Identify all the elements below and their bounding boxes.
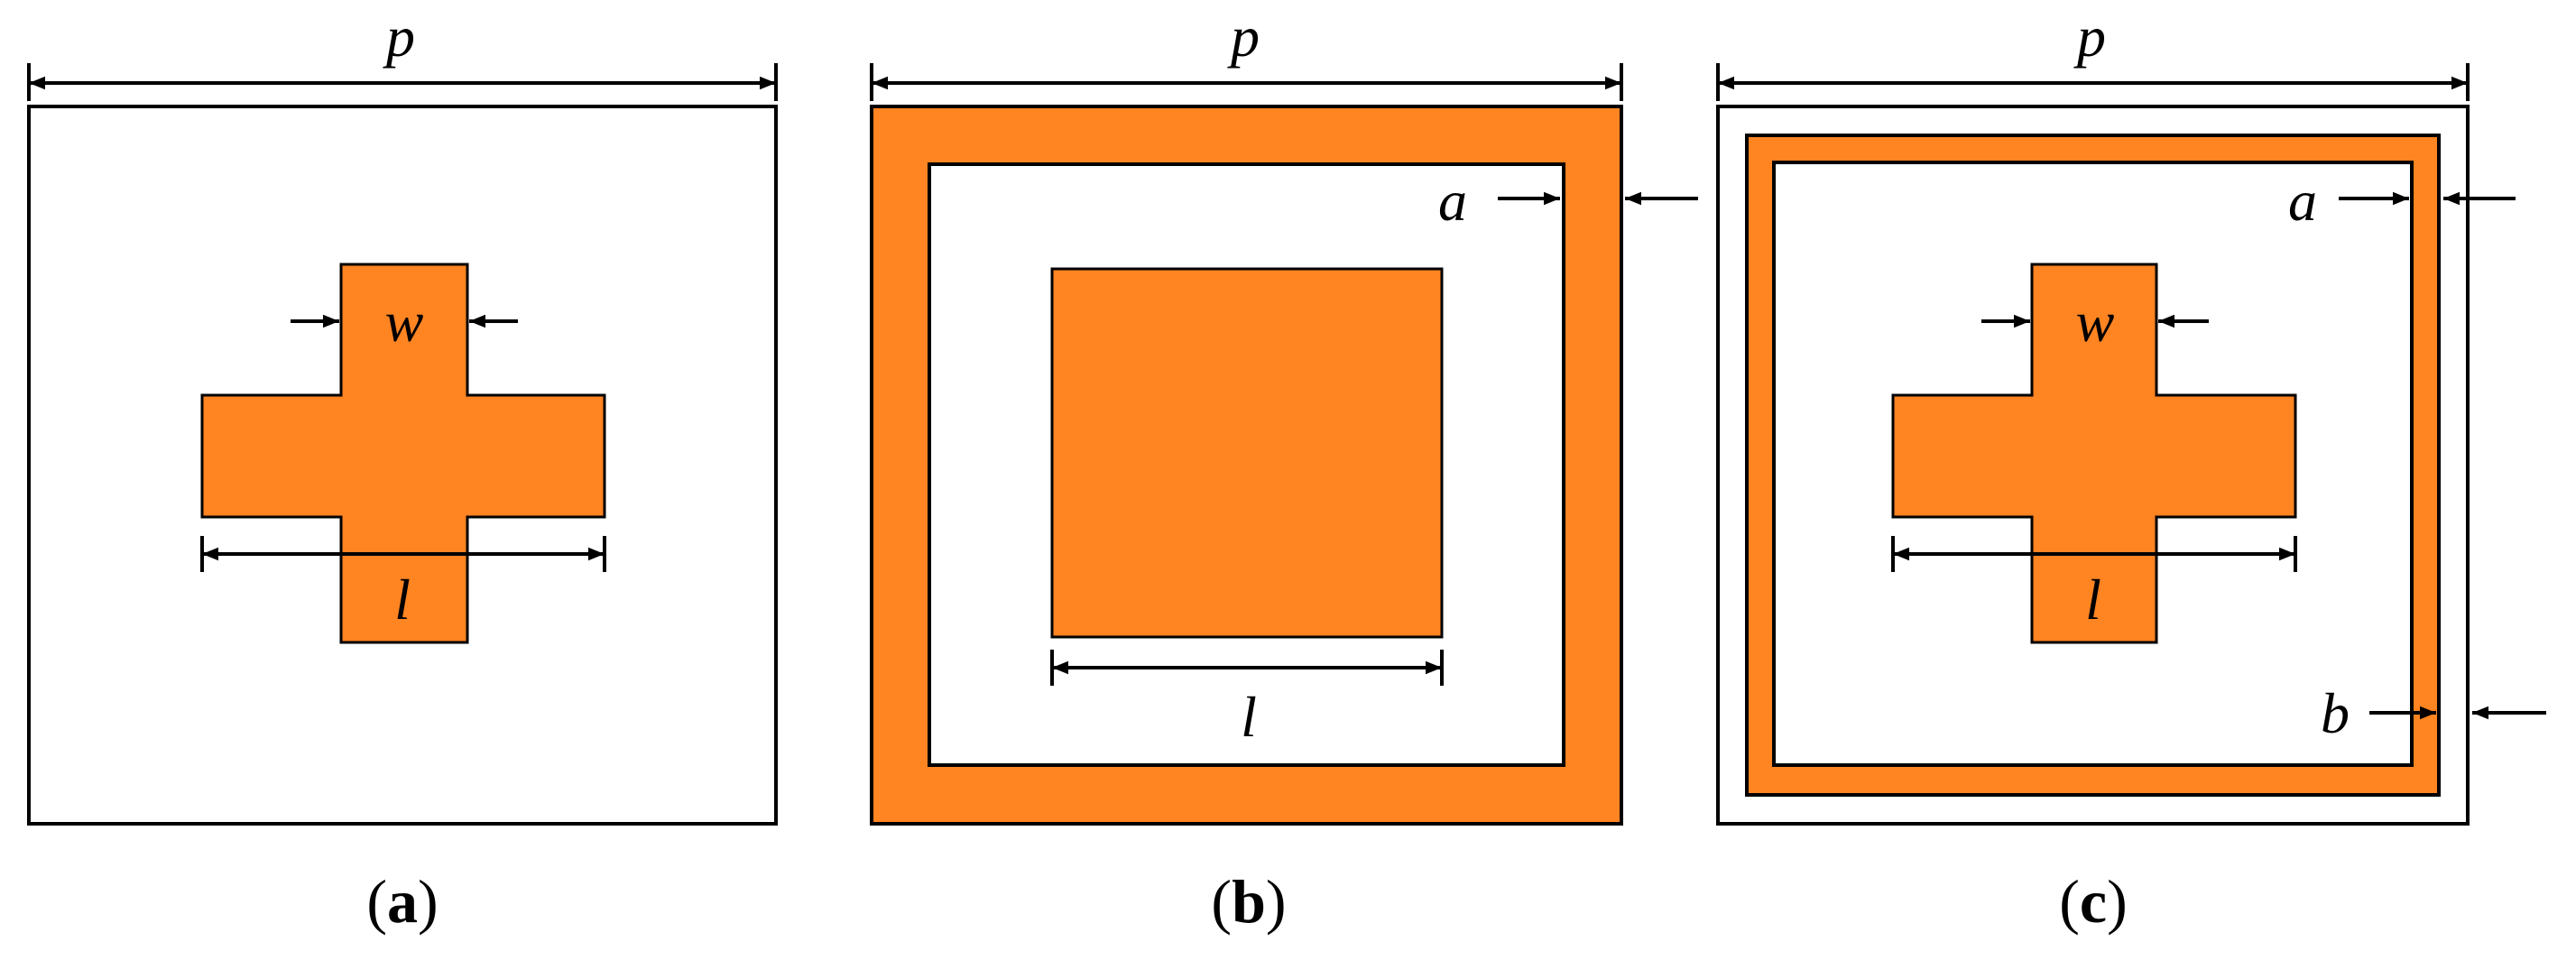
- l-dimension-b: l: [1050, 650, 1444, 749]
- l-label-c: l: [2085, 568, 2101, 632]
- caption-b: (b): [1211, 867, 1286, 936]
- cross-patch-c: [1891, 263, 2297, 644]
- b-dimension-c: b: [2321, 681, 2546, 745]
- square-patch-b: [1050, 267, 1444, 639]
- b-label-c: b: [2321, 681, 2350, 745]
- l-label-b: l: [1241, 685, 1257, 749]
- p-dimension-a: p: [27, 5, 778, 101]
- p-label-c: p: [2073, 5, 2106, 69]
- panel-b: p a l (b): [870, 5, 1698, 936]
- caption-c: (c): [2059, 867, 2128, 936]
- a-label-c: a: [2288, 169, 2317, 233]
- p-label-a: p: [383, 5, 415, 69]
- l-dimension-c: l: [1891, 536, 2297, 632]
- panel-a: p w l (a): [27, 5, 778, 936]
- l-dimension-a: l: [200, 536, 606, 632]
- l-label-a: l: [394, 568, 411, 632]
- cross-patch-a: [200, 263, 606, 644]
- a-dimension-c: a: [2288, 169, 2516, 233]
- w-dimension-c: w: [1981, 290, 2209, 354]
- a-dimension-b: a: [1438, 169, 1698, 233]
- w-label-a: w: [385, 290, 424, 354]
- w-label-c: w: [2076, 290, 2115, 354]
- p-label-b: p: [1227, 5, 1260, 69]
- a-label-b: a: [1438, 169, 1467, 233]
- panel-c: p a w l b: [1716, 5, 2546, 936]
- caption-a: (a): [366, 867, 438, 936]
- p-dimension-b: p: [870, 5, 1623, 101]
- w-dimension-a: w: [291, 290, 518, 354]
- p-dimension-c: p: [1716, 5, 2470, 101]
